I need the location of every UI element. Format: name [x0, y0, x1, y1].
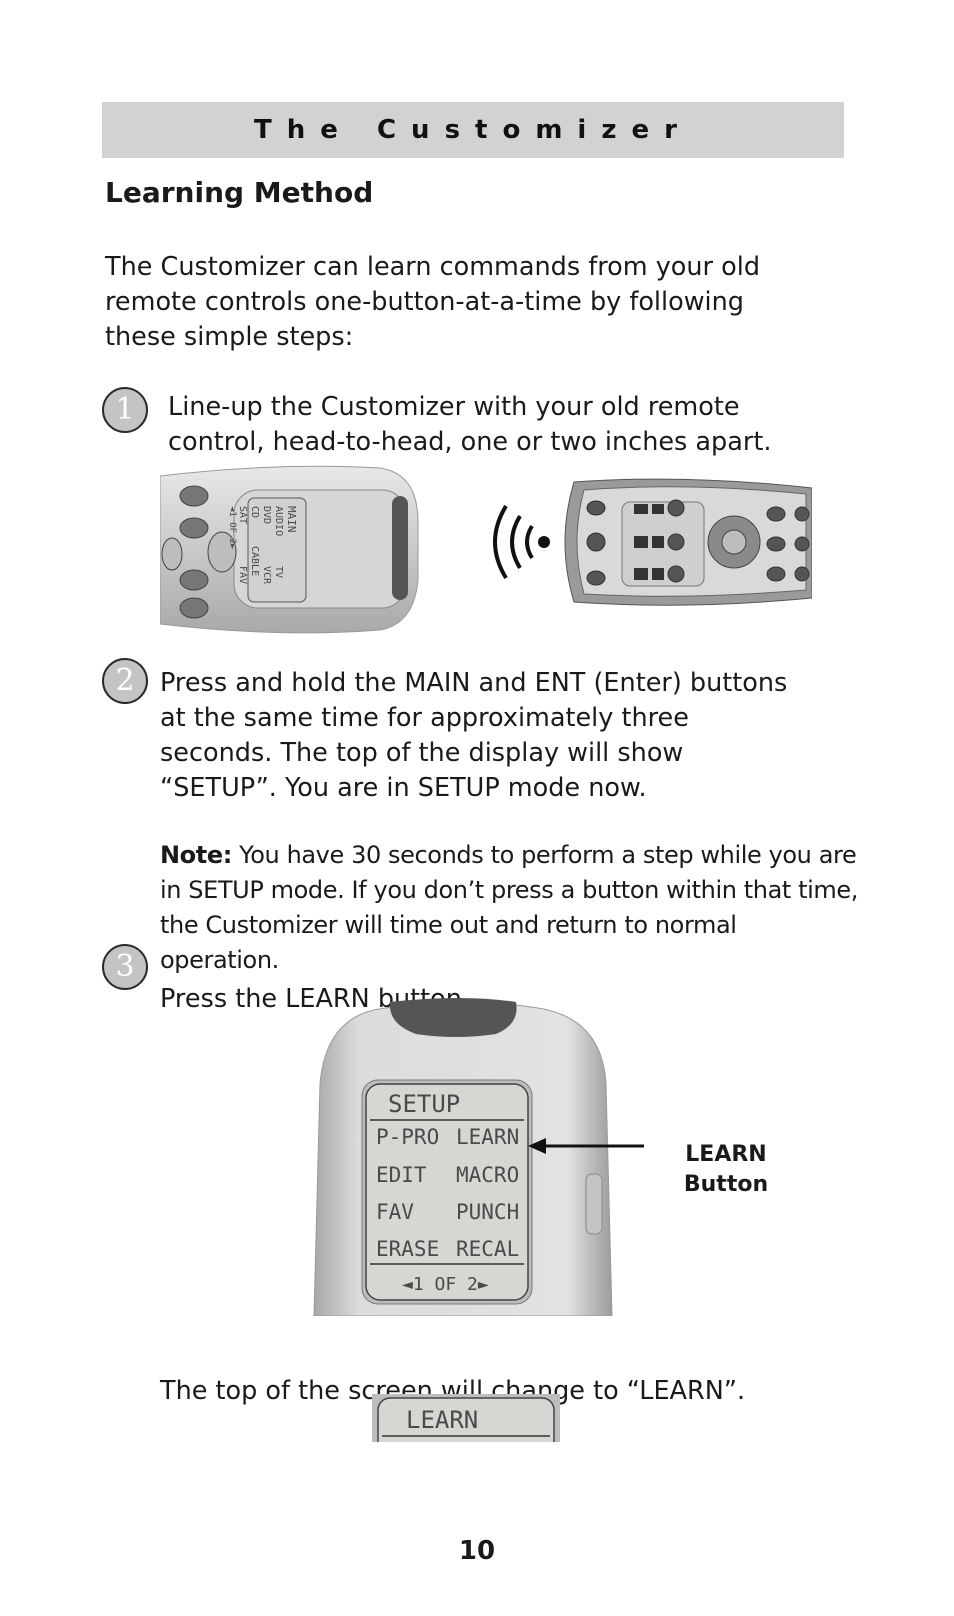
fig1-screen-footer: ◄1 OF 2►	[227, 506, 237, 550]
fig2-row4-left: ERASE	[376, 1237, 439, 1261]
fig1-row2-right: VCR	[261, 566, 272, 585]
learn-callout-arrow	[528, 1138, 644, 1154]
step-number-1: 1	[102, 387, 148, 433]
fig2-row4-right: RECAL	[456, 1237, 519, 1261]
step-1-text: Line-up the Customizer with your old rem…	[168, 392, 772, 457]
fig1-row3-right: CABLE	[249, 546, 260, 576]
old-remote-small-buttons	[161, 485, 237, 619]
fig1-row1-right: TV	[273, 566, 284, 578]
learn-button-callout: LEARN Button	[676, 1140, 776, 1200]
note-label: Note:	[160, 841, 232, 869]
intro-paragraph: The Customizer can learn commands from y…	[105, 252, 761, 352]
customizer-remote-illustration: MAIN AUDIO TV DVD VCR CD CABLE SAT FAV ◄…	[160, 465, 419, 634]
fig1-row4-right: FAV	[237, 566, 248, 584]
fig2-row1-left: P-PRO	[376, 1125, 439, 1149]
fig1-row4-left: SAT	[237, 506, 248, 524]
fig2-row3-left: FAV	[376, 1200, 414, 1224]
step-2-text: Press and hold the MAIN and ENT (Enter) …	[160, 668, 788, 803]
fig3-screen-title: LEARN	[406, 1406, 478, 1434]
fig2-row1-right: LEARN	[456, 1125, 519, 1149]
step-number-3: 3	[102, 944, 148, 990]
page-number: 10	[458, 1536, 496, 1566]
fig2-row2-right: MACRO	[456, 1163, 519, 1187]
learn-screen-crop: LEARN	[372, 1394, 560, 1442]
fig2-screen-footer: ◄1 OF 2►	[402, 1274, 489, 1295]
section-title: Learning Method	[105, 176, 374, 209]
fig2-row2-left: EDIT	[376, 1163, 427, 1187]
page-header-title: The Customizer	[254, 115, 692, 145]
note-paragraph: Note: You have 30 seconds to perform a s…	[160, 838, 860, 978]
note-text: You have 30 seconds to perform a step wh…	[160, 841, 858, 974]
learn-callout-line2: Button	[683, 1172, 769, 1197]
fig2-screen-title: SETUP	[388, 1090, 460, 1118]
learn-callout-line1: LEARN	[685, 1142, 767, 1167]
fig1-row2-left: DVD	[261, 506, 272, 524]
fig1-row3-left: CD	[249, 506, 260, 518]
ir-signal-icon	[493, 504, 550, 580]
old-remote-illustration	[564, 478, 812, 606]
fig2-row3-right: PUNCH	[456, 1200, 519, 1224]
fig1-row1-left: AUDIO	[273, 506, 284, 536]
header-band: The Customizer	[102, 102, 844, 158]
setup-screen-illustration: SETUP P-PRO LEARN EDIT MACRO FAV PUNCH E…	[313, 998, 613, 1316]
step-number-2: 2	[102, 658, 148, 704]
fig1-screen-title: MAIN	[285, 506, 298, 533]
